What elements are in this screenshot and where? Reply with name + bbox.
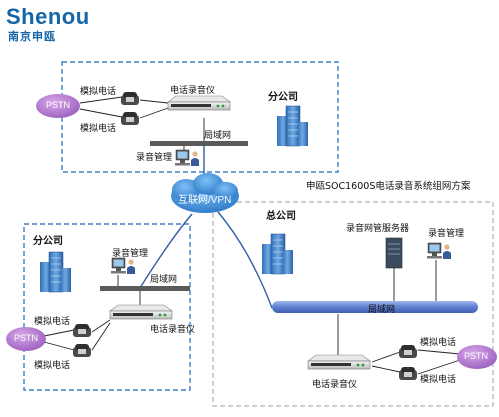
phone-icon-hq-1 (399, 345, 417, 358)
buildings-icon-hq (261, 233, 294, 275)
lan-bar-left (100, 286, 190, 291)
phone-label-left-2: 模拟电话 (34, 361, 71, 371)
left-branch-boundary (23, 223, 191, 391)
recorder-label-top: 电话录音仪 (170, 86, 216, 96)
phone-icon-left-1 (73, 324, 91, 337)
buildings-icon-top (276, 105, 309, 147)
pstn-cloud-hq (457, 345, 497, 369)
pstn-cloud-left (6, 327, 46, 351)
buildings-icon-left (39, 251, 72, 293)
management-label-left: 录音管理 (112, 249, 149, 259)
lan-label-hq: 局域网 (368, 305, 396, 315)
lan-bar-top (150, 141, 248, 146)
recorder-device-left (109, 304, 173, 320)
recorder-label-hq: 电话录音仪 (312, 380, 358, 390)
internet-cloud-icon (171, 173, 239, 213)
pstn-label-top: PSTN (46, 100, 71, 110)
left-branch-title: 分公司 (33, 236, 63, 247)
headquarters-title: 总公司 (266, 211, 296, 222)
server-icon (385, 237, 403, 269)
phone-label-hq-1: 模拟电话 (420, 338, 457, 348)
phone-label-left-1: 模拟电话 (34, 317, 71, 327)
pstn-label-hq: PSTN (464, 351, 489, 361)
brand-logo-text: Shenou (6, 4, 90, 29)
recorder-label-left: 电话录音仪 (150, 325, 196, 335)
phone-icon-left-2 (73, 344, 91, 357)
management-pc-icon-top (174, 149, 200, 167)
recorder-device-hq (307, 354, 371, 370)
pstn-cloud-top (36, 94, 80, 118)
recorder-device-top (167, 95, 231, 111)
lan-bus-hq (272, 301, 478, 313)
server-label: 录音网管服务器 (346, 224, 410, 234)
headquarters-boundary (212, 201, 494, 407)
wan-link-left (139, 213, 193, 289)
pstn-label-left: PSTN (14, 333, 39, 343)
lan-label-left: 局域网 (150, 275, 178, 285)
phone-label-hq-2: 模拟电话 (420, 375, 457, 385)
brand-logo-chinese: 南京申瓯 (8, 30, 56, 43)
management-pc-icon-left (110, 257, 136, 275)
diagram-caption: 申瓯SOC1600S电话录音系统组网方案 (306, 181, 471, 192)
top-branch-title: 分公司 (268, 92, 298, 103)
phone-label-top-1: 模拟电话 (80, 87, 117, 97)
management-pc-icon-hq (426, 242, 452, 260)
management-label-hq: 录音管理 (428, 229, 465, 239)
internet-label: 互联网/VPN (178, 195, 232, 206)
management-label-top: 录音管理 (136, 153, 173, 163)
lan-label-top: 局域网 (204, 131, 232, 141)
wan-link-headquarters (217, 211, 273, 309)
phone-icon-top-1 (121, 92, 139, 105)
phone-label-top-2: 模拟电话 (80, 124, 117, 134)
phone-icon-hq-2 (399, 367, 417, 380)
phone-icon-top-2 (121, 112, 139, 125)
